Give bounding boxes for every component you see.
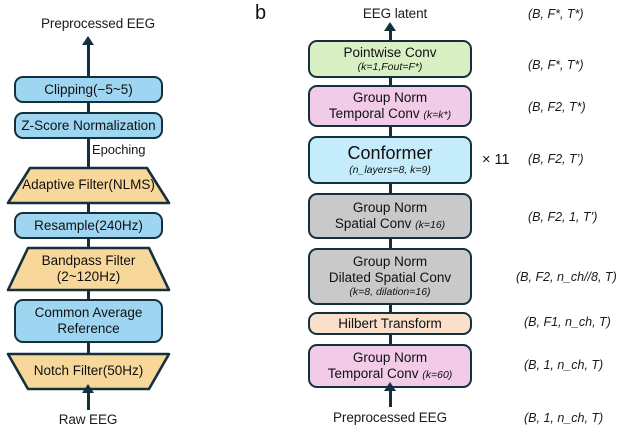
dim-groupnorm-temporal-conv-top: (B, F2, T*) bbox=[528, 100, 586, 114]
dim-conformer: (B, F2, T’) bbox=[528, 152, 584, 166]
conformer-repeat-note: × 11 bbox=[482, 152, 510, 168]
block-gn-sc-params: (k=16) bbox=[415, 219, 446, 231]
block-gn-dsc-line1: Group Norm bbox=[352, 254, 428, 270]
block-resample-label: Resample(240Hz) bbox=[34, 217, 143, 233]
block-zscore-normalization[interactable]: Z-Score Normalization bbox=[14, 112, 163, 139]
block-common-average-reference[interactable]: Common Average Reference bbox=[14, 299, 163, 343]
bandpass-filter-trapezoid-shape bbox=[6, 246, 171, 292]
block-gn-tc-bottom-line2: Temporal Conv (k=60) bbox=[328, 366, 453, 382]
block-adaptive-filter[interactable]: Adaptive Filter(NLMS) bbox=[6, 166, 171, 205]
block-resample[interactable]: Resample(240Hz) bbox=[14, 212, 163, 239]
notch-filter-trapezoid-shape bbox=[6, 352, 171, 391]
dim-pointwise-conv: (B, F*, T*) bbox=[528, 58, 584, 72]
panel-b-top-dim: (B, F*, T*) bbox=[528, 7, 584, 21]
block-adaptive-filter-label: Adaptive Filter(NLMS) bbox=[22, 177, 155, 193]
block-notch-filter[interactable]: Notch Filter(50Hz) bbox=[6, 352, 171, 391]
panel-b-bottom-dim: (B, 1, n_ch, T) bbox=[524, 411, 604, 425]
block-conformer[interactable]: Conformer (n_layers=8, k=9) bbox=[308, 136, 472, 184]
block-car-label-line2: Reference bbox=[57, 321, 120, 336]
panel-a-connector-1 bbox=[86, 103, 90, 113]
panel-a-arrow-top bbox=[82, 36, 94, 45]
panel-a-connector-5 bbox=[86, 343, 90, 354]
block-clipping-label: Clipping(−5~5) bbox=[44, 81, 133, 97]
panel-a-connector-3 bbox=[86, 239, 90, 248]
panel-a-arrow-bottom bbox=[82, 384, 94, 393]
panel-b-connector-top bbox=[388, 30, 392, 40]
block-bandpass-filter-text: Bandpass Filter (2~120Hz) bbox=[6, 253, 171, 285]
panel-a-bottom-label: Raw EEG bbox=[58, 412, 118, 427]
panel-b-arrow-top bbox=[384, 22, 396, 31]
panel-b-connector-1 bbox=[388, 78, 392, 86]
block-bandpass-filter-label: Bandpass Filter bbox=[41, 252, 136, 268]
block-groupnorm-temporal-conv-top-line1: Group Norm bbox=[352, 90, 428, 106]
block-groupnorm-temporal-conv-top-line2: Temporal Conv (k=k*) bbox=[329, 106, 451, 122]
block-pointwise-conv[interactable]: Pointwise Conv (k=1,Fout=F*) bbox=[308, 40, 472, 78]
block-car-label-line1: Common Average bbox=[34, 305, 143, 321]
block-gn-dsc-params: (k=8, dilation=16) bbox=[349, 286, 431, 299]
block-gn-tc-top-line2-text: Temporal Conv bbox=[328, 106, 424, 121]
block-groupnorm-spatial-conv-line1: Group Norm bbox=[352, 200, 428, 216]
block-groupnorm-spatial-conv[interactable]: Group Norm Spatial Conv (k=16) bbox=[308, 193, 472, 239]
panel-a-connector-top bbox=[86, 44, 90, 76]
panel-a-connector-4 bbox=[86, 290, 90, 301]
dim-groupnorm-dilated-spatial-conv: (B, F2, n_ch//8, T) bbox=[516, 270, 617, 284]
block-bandpass-filter-range: (2~120Hz) bbox=[56, 269, 121, 284]
adaptive-filter-trapezoid-shape bbox=[6, 166, 171, 205]
dim-groupnorm-temporal-conv-bottom: (B, 1, n_ch, T) bbox=[524, 358, 604, 372]
block-groupnorm-temporal-conv-top[interactable]: Group Norm Temporal Conv (k=k*) bbox=[308, 85, 472, 127]
panel-b-top-label: EEG latent bbox=[362, 6, 428, 21]
block-gn-tc-bottom-params: (k=60) bbox=[422, 369, 453, 381]
block-conformer-label: Conformer bbox=[347, 143, 433, 164]
panel-b-bottom-label: Preprocessed EEG bbox=[333, 410, 447, 425]
block-hilbert-transform-label: Hilbert Transform bbox=[338, 315, 442, 331]
block-gn-tc-top-params: (k=k*) bbox=[423, 109, 452, 121]
panel-b-connector-5 bbox=[388, 305, 392, 313]
panel-b-connector-3 bbox=[388, 184, 392, 194]
dim-groupnorm-spatial-conv: (B, F2, 1, T’) bbox=[528, 210, 598, 224]
panel-a-connector-bottom bbox=[86, 392, 90, 410]
panel-a-connector-2 bbox=[86, 203, 90, 214]
block-gn-dsc-line2: Dilated Spatial Conv bbox=[328, 270, 452, 286]
block-gn-tc-bottom-line2-text: Temporal Conv bbox=[327, 366, 423, 381]
panel-b-connector-6 bbox=[388, 335, 392, 345]
panel-b-letter: b bbox=[255, 2, 267, 24]
panel-b-connector-4 bbox=[388, 239, 392, 249]
block-pointwise-conv-label: Pointwise Conv bbox=[343, 44, 437, 60]
block-groupnorm-spatial-conv-line2: Spatial Conv (k=16) bbox=[335, 216, 445, 232]
epoching-label: Epoching bbox=[92, 142, 146, 157]
block-notch-filter-label: Notch Filter(50Hz) bbox=[33, 363, 144, 379]
block-clipping[interactable]: Clipping(−5~5) bbox=[14, 76, 163, 103]
block-gn-sc-line2-text: Spatial Conv bbox=[334, 216, 416, 231]
panel-b-arrow-bottom bbox=[384, 382, 396, 391]
block-zscore-label: Z-Score Normalization bbox=[21, 117, 156, 133]
block-hilbert-transform[interactable]: Hilbert Transform bbox=[308, 312, 472, 335]
block-gn-tc-bottom-line1: Group Norm bbox=[352, 350, 428, 366]
panel-a-connector-epoching bbox=[86, 139, 90, 167]
block-pointwise-conv-params: (k=1,Fout=F*) bbox=[357, 60, 423, 73]
panel-b-connector-bottom bbox=[388, 390, 392, 407]
panel-b-connector-2 bbox=[388, 127, 392, 137]
panel-a-top-label: Preprocessed EEG bbox=[41, 16, 155, 31]
block-bandpass-filter[interactable]: Bandpass Filter (2~120Hz) bbox=[6, 246, 171, 292]
block-groupnorm-dilated-spatial-conv[interactable]: Group Norm Dilated Spatial Conv (k=8, di… bbox=[308, 248, 472, 305]
block-conformer-params: (n_layers=8, k=9) bbox=[349, 164, 431, 177]
dim-hilbert-transform: (B, F1, n_ch, T) bbox=[524, 315, 611, 329]
block-groupnorm-temporal-conv-bottom[interactable]: Group Norm Temporal Conv (k=60) bbox=[308, 344, 472, 388]
